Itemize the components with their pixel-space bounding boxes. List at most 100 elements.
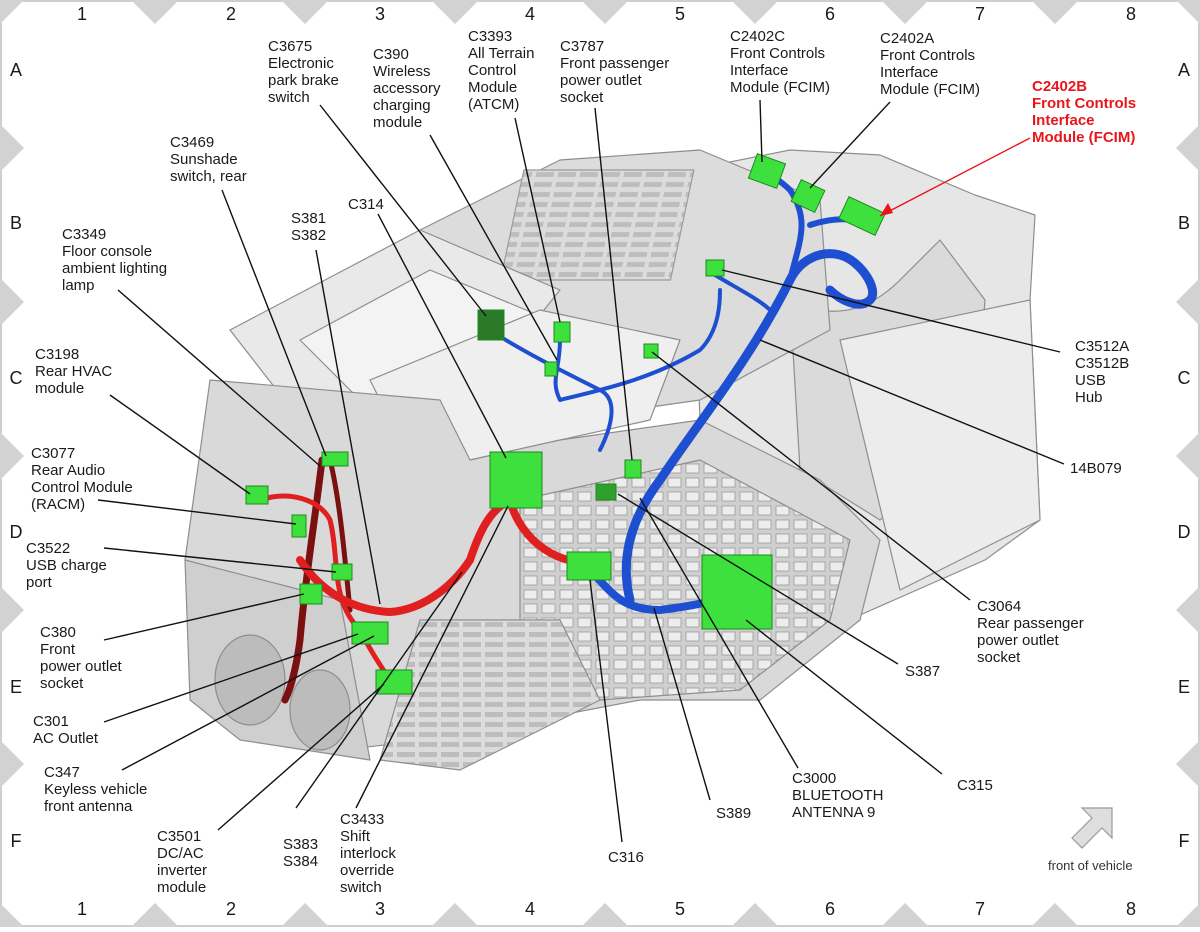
label-c3787: C3787 Front passenger power outlet socke…: [560, 38, 670, 106]
diamond-right-1: [1176, 278, 1200, 326]
leader-c315: [745, 619, 943, 775]
diamond-top-3: [581, 0, 629, 24]
leader-c347: [121, 635, 375, 771]
leader-lines: [97, 99, 1065, 843]
connectors: [245, 153, 886, 695]
grid-column-bottom-4: 4: [524, 899, 535, 919]
diamond-bottom-3: [581, 903, 629, 932]
leader-c3198: [109, 394, 251, 495]
connector-c3512: [705, 259, 725, 277]
grid-row-left-F: F: [10, 831, 22, 851]
grid-column-bottom-2: 2: [225, 899, 236, 919]
label-c316: C316: [608, 849, 644, 866]
grid-column-top-6: 6: [824, 4, 835, 24]
diamond-corner-0: [0, 0, 24, 24]
leader-14b079: [759, 339, 1065, 465]
diamond-corner-1: [1176, 0, 1200, 24]
leader-c3393: [514, 117, 561, 323]
label-14b079: 14B079: [1070, 460, 1122, 477]
connector-c314: [489, 451, 543, 509]
leader-s389: [653, 607, 711, 801]
label-c3522: C3522 USB charge port: [26, 540, 107, 591]
diamond-bottom-2: [431, 903, 479, 932]
leader-c3522: [103, 547, 337, 573]
left-round-2: [289, 669, 351, 751]
connector-c2402b: [838, 196, 886, 236]
label-c3349: C3349 Floor console ambient lighting lam…: [62, 226, 168, 294]
diamond-bottom-1: [281, 903, 329, 932]
leader-c3064: [651, 351, 971, 601]
label-c315: C315: [957, 777, 993, 794]
front-arrow-icon: [1071, 807, 1113, 849]
grid-column-top-1: 1: [76, 4, 87, 24]
label-c3198: C3198 Rear HVAC module: [35, 346, 113, 397]
diamond-top-0: [131, 0, 179, 24]
label-c347: C347 Keyless vehicle front antenna: [44, 764, 148, 815]
diamond-top-4: [731, 0, 779, 24]
label-c3501: C3501 DC/AC inverter module: [157, 828, 208, 896]
connector-c315: [701, 554, 773, 630]
leader-c3675: [319, 104, 487, 317]
connector-c347: [375, 669, 413, 695]
harness-blue-mid: [488, 328, 614, 452]
leader-c3349: [117, 289, 321, 467]
label-c3393: C3393 All Terrain Control Module (ATCM): [468, 28, 535, 113]
connector-c3469: [321, 451, 349, 467]
grid-row-right-D: D: [1177, 522, 1191, 542]
leader-s383: [295, 571, 463, 809]
diamond-bottom-6: [1031, 903, 1079, 932]
label-c380: C380 Front power outlet socket: [40, 624, 122, 692]
label-s389: S389: [716, 805, 752, 822]
diamond-right-4: [1176, 740, 1200, 788]
top-tray-grille: [499, 169, 695, 281]
leader-c2402c: [759, 99, 763, 163]
diamond-left-3: [0, 586, 24, 634]
grid-column-top-4: 4: [524, 4, 535, 24]
grid-column-bottom-1: 1: [76, 899, 87, 919]
harness-dark-2: [327, 457, 353, 613]
diamond-right-3: [1176, 586, 1200, 634]
label-c3675: C3675 Electronic park brake switch: [268, 38, 339, 106]
diamond-top-5: [881, 0, 929, 24]
grid-column-top-2: 2: [225, 4, 236, 24]
connector-c390: [477, 309, 505, 341]
diamond-top-2: [431, 0, 479, 24]
diamond-corner-2: [0, 903, 24, 932]
label-c3064: C3064 Rear passenger power outlet socket: [977, 598, 1084, 666]
label-c314: C314: [348, 196, 384, 213]
label-c3469: C3469 Sunshade switch, rear: [170, 134, 247, 185]
grid-column-bottom-6: 6: [824, 899, 835, 919]
label-s381: S381 S382: [291, 210, 327, 244]
harness-red: [296, 496, 604, 616]
harness-red-2: [257, 493, 363, 633]
grid-row-right-E: E: [1177, 677, 1190, 697]
bottom-cage: [379, 619, 601, 771]
grid-column-bottom-5: 5: [674, 899, 685, 919]
diamond-left-2: [0, 432, 24, 480]
harness-blue-mid-2: [553, 288, 722, 402]
leader-c2402a: [809, 101, 891, 189]
grid-row-left-A: A: [9, 60, 22, 80]
leader-c3512: [721, 269, 1061, 353]
grid-column-top-5: 5: [674, 4, 685, 24]
leader-c3787: [594, 107, 633, 461]
leader-s387: [617, 493, 899, 665]
leader-c3433: [355, 505, 509, 809]
diamond-bottom-4: [731, 903, 779, 932]
leader-c301: [103, 633, 359, 723]
console-housing: [184, 149, 1041, 771]
grid-row-right-A: A: [1177, 60, 1190, 80]
diamond-corner-3: [1176, 903, 1200, 932]
leader-c316: [589, 579, 623, 843]
diamond-top-6: [1031, 0, 1079, 24]
connector-c380: [299, 583, 323, 605]
diamond-left-4: [0, 740, 24, 788]
leader-c3501: [217, 683, 385, 831]
leader-c3469: [221, 189, 327, 457]
grid-column-top-3: 3: [374, 4, 385, 24]
diamond-bottom-0: [131, 903, 179, 932]
diamond-left-0: [0, 124, 24, 172]
